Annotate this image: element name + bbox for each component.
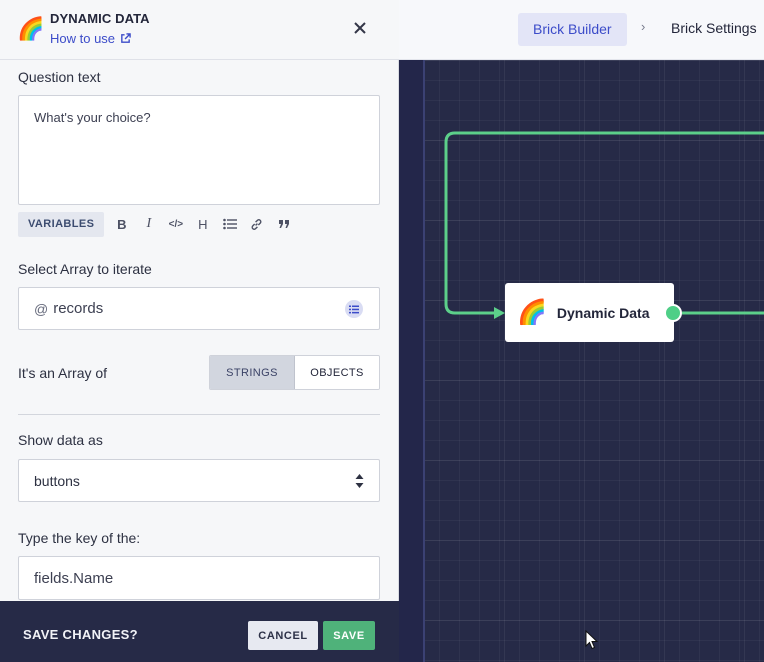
list-icon (223, 218, 237, 230)
rainbow-icon: 🌈 (17, 16, 45, 41)
array-input[interactable]: @ records (18, 287, 380, 330)
canvas-grid (399, 60, 764, 662)
save-bar: SAVE CHANGES? CANCEL SAVE (0, 601, 399, 662)
list-icon[interactable] (345, 300, 363, 318)
format-toolbar: VARIABLES B I </> H (18, 211, 297, 237)
save-changes-label: SAVE CHANGES? (23, 627, 138, 642)
external-link-icon (121, 33, 131, 43)
flow-canvas[interactable] (399, 60, 764, 662)
italic-button[interactable]: I (146, 216, 152, 231)
canvas-edge (399, 60, 425, 662)
show-data-value: buttons (34, 472, 80, 489)
panel-title: DYNAMIC DATA (50, 11, 150, 26)
divider (18, 414, 380, 415)
array-value: records (53, 300, 104, 317)
quote-icon (278, 220, 289, 228)
array-of-label: It's an Array of (18, 365, 108, 381)
save-button[interactable]: SAVE (323, 621, 375, 650)
array-type-toggle: STRINGS OBJECTS (209, 355, 380, 390)
strings-option[interactable]: STRINGS (210, 356, 295, 389)
code-button[interactable]: </> (168, 218, 184, 230)
select-arrows-icon (355, 474, 364, 488)
how-to-use-link[interactable]: How to use (50, 31, 131, 46)
show-data-label: Show data as (18, 432, 103, 448)
link-icon (251, 218, 262, 230)
link-button[interactable] (243, 212, 270, 237)
top-bar: Brick Builder › Brick Settings (399, 0, 764, 60)
quote-button[interactable] (270, 212, 297, 237)
question-text-input[interactable]: What's your choice? (18, 95, 380, 205)
at-prefix: @ (34, 300, 49, 317)
settings-panel: 🌈 DYNAMIC DATA How to use Question text … (0, 0, 399, 662)
close-icon[interactable] (350, 18, 370, 38)
rainbow-icon: 🌈 (517, 298, 547, 326)
bold-button[interactable]: B (117, 216, 127, 232)
mouse-cursor-icon (585, 630, 599, 650)
array-label: Select Array to iterate (18, 261, 152, 277)
list-button[interactable] (216, 212, 243, 237)
question-text-label: Question text (18, 69, 101, 85)
variables-button[interactable]: VARIABLES (18, 211, 105, 237)
show-data-select[interactable]: buttons (18, 459, 380, 502)
objects-option[interactable]: OBJECTS (295, 356, 379, 389)
breadcrumb-brick-builder[interactable]: Brick Builder (518, 13, 627, 46)
node-output-port[interactable] (664, 304, 682, 322)
breadcrumb-brick-settings[interactable]: Brick Settings (671, 20, 757, 36)
key-label: Type the key of the: (18, 530, 141, 546)
heading-button[interactable]: H (198, 216, 208, 232)
dynamic-data-node[interactable]: 🌈 Dynamic Data (505, 283, 674, 342)
key-input[interactable]: fields.Name (18, 556, 380, 600)
how-to-use-label: How to use (50, 31, 116, 46)
panel-header: 🌈 DYNAMIC DATA How to use (0, 0, 399, 60)
breadcrumb-separator: › (641, 19, 646, 34)
cancel-button[interactable]: CANCEL (248, 621, 318, 650)
node-label: Dynamic Data (556, 304, 650, 321)
